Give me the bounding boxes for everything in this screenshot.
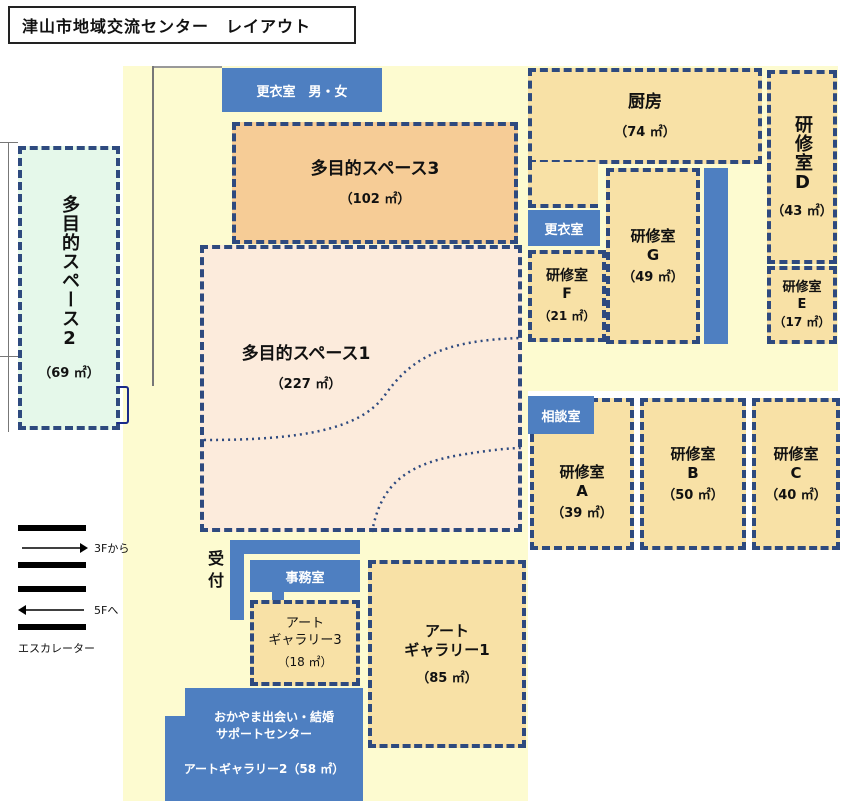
escalator-label: エスカレーター [18, 642, 95, 655]
training-room-d[interactable]: 研修室D （43 ㎡） [767, 70, 837, 264]
room-name: 厨房 [628, 91, 662, 112]
wall-line [152, 66, 154, 386]
consultation-room-label: 相談室 [528, 396, 594, 434]
room-area: （49 ㎡） [622, 270, 684, 286]
up-arrow-icon [22, 540, 88, 554]
room-area: （50 ㎡） [662, 488, 724, 504]
room-area: （39 ㎡） [551, 506, 613, 522]
art-gallery-3[interactable]: アート ギャラリー3 （18 ㎡） [250, 600, 360, 686]
room-name: 多目的スペース2 [59, 195, 80, 350]
room-name: 研修室 [559, 462, 605, 481]
kitchen-extension [528, 162, 598, 208]
room-name: 多目的スペース1 [241, 344, 371, 364]
room-name: アート [285, 616, 325, 632]
room-name: 研修室 [773, 444, 819, 463]
art-gallery-1[interactable]: アート ギャラリー1 （85 ㎡） [368, 560, 526, 748]
multipurpose-space-3[interactable]: 多目的スペース3 （102 ㎡） [232, 122, 518, 244]
floor-cutout [152, 66, 222, 68]
door-bracket [117, 386, 129, 424]
support-center-body [165, 716, 363, 801]
room-name: 多目的スペース3 [310, 158, 440, 179]
escalator-from-3f: 3Fから [94, 542, 130, 555]
training-room-g[interactable]: 研修室 G （49 ㎡） [606, 168, 700, 344]
training-room-b[interactable]: 研修室 B （50 ㎡） [640, 398, 746, 550]
room-name: 研修室 [782, 280, 822, 296]
room-letter: G [646, 245, 660, 264]
room-name-2: ギャラリー1 [404, 640, 490, 659]
room-area: （102 ㎡） [339, 192, 411, 208]
office: 事務室 [250, 560, 360, 592]
wall-line [8, 142, 9, 432]
room-area: （227 ㎡） [270, 377, 342, 393]
room-area: （18 ㎡） [277, 654, 333, 669]
room-area: （43 ㎡） [771, 204, 833, 219]
room-area: （17 ㎡） [773, 314, 831, 329]
locker-room-mf: 更衣室 男・女 [222, 68, 382, 112]
room-area: （21 ㎡） [538, 309, 596, 323]
locker-room: 更衣室 [528, 210, 600, 246]
room-letter: C [790, 463, 802, 482]
room-name: アート [424, 621, 470, 640]
room-area: （74 ㎡） [614, 125, 676, 141]
room-name: 研修室D [792, 115, 813, 194]
escalator-step [18, 586, 86, 592]
art-gallery-2-label: アートギャラリー2（58 ㎡） [183, 762, 345, 776]
pillar [704, 168, 728, 344]
reception-counter [230, 540, 244, 620]
room-letter: B [687, 463, 699, 482]
support-center [185, 688, 363, 718]
room-letter: F [562, 285, 572, 302]
wall-line [0, 142, 18, 143]
room-name: 研修室 [630, 226, 676, 245]
room-letter: E [797, 296, 807, 312]
escalator-step [18, 624, 86, 630]
reception-counter-top [230, 540, 360, 554]
room-letter: A [576, 481, 588, 500]
room-name-2: ギャラリー3 [268, 632, 342, 648]
room-area: （69 ㎡） [38, 366, 100, 381]
training-room-f[interactable]: 研修室 F （21 ㎡） [528, 250, 606, 342]
escalator-step [18, 525, 86, 531]
wall-line [0, 356, 18, 357]
training-room-c[interactable]: 研修室 C （40 ㎡） [752, 398, 840, 550]
room-area: （85 ㎡） [416, 671, 478, 687]
kitchen[interactable]: 厨房 （74 ㎡） [528, 68, 762, 164]
page-title: 津山市地域交流センター レイアウト [8, 6, 356, 44]
reception-label: 受付 [205, 550, 224, 594]
down-arrow-icon [18, 602, 84, 616]
escalator-to-5f: 5Fへ [94, 604, 119, 617]
room-name: 研修室 [546, 268, 588, 284]
multipurpose-space-2[interactable]: 多目的スペース2 （69 ㎡） [18, 146, 120, 430]
support-center-label-1: おかやま出会い・結婚 [213, 710, 334, 724]
training-room-e[interactable]: 研修室 E （17 ㎡） [767, 266, 837, 344]
escalator-step [18, 562, 86, 568]
room-name: 研修室 [670, 444, 716, 463]
support-center-label-2: サポートセンター [215, 727, 312, 741]
multipurpose-space-1[interactable]: 多目的スペース1 （227 ㎡） [200, 245, 522, 532]
room-area: （40 ㎡） [765, 488, 827, 504]
